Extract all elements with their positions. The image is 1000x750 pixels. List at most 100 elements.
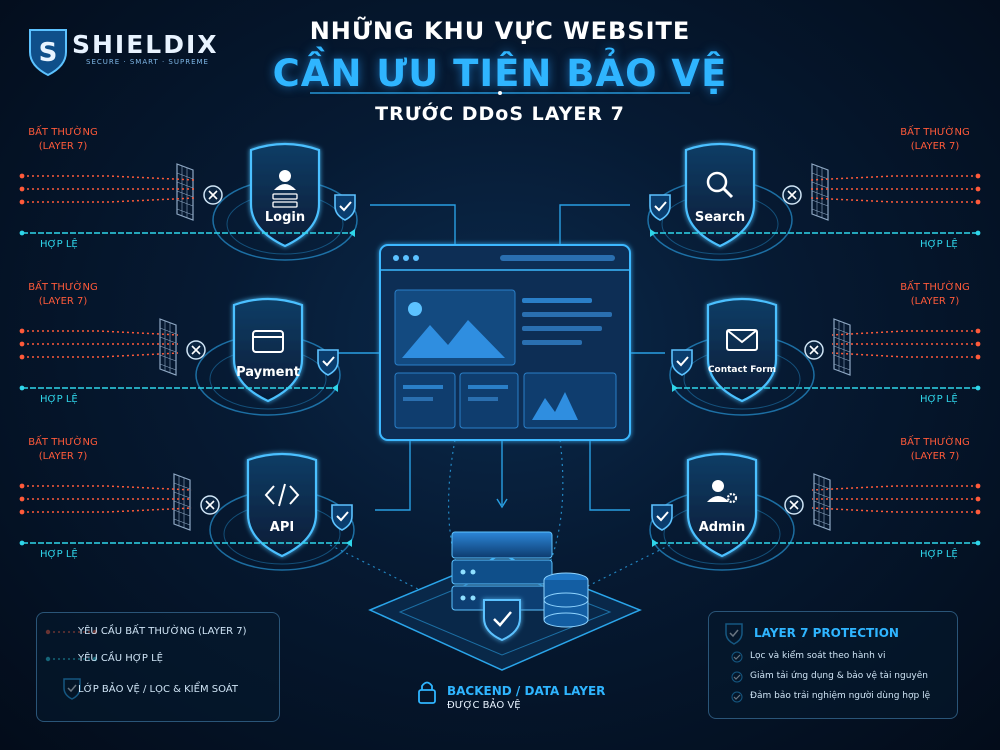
magnifier-icon [706,171,734,199]
valid-request-dot [975,230,981,236]
block-x-icon [804,340,824,360]
abnormal-label: BẤT THƯỜNG(LAYER 7) [900,126,970,154]
protected-zones [19,142,981,571]
user-gear-icon [707,480,738,504]
abnormal-request-line [831,352,978,358]
abnormal-label-line1: BẤT THƯỜNG [28,282,98,293]
legend-shield: LỚP BẢO VỆ / LỌC & KIỂM SOÁT [78,684,238,695]
abnormal-request-dot [975,354,981,360]
database-icon [543,572,589,628]
check-shield-icon [317,349,339,376]
zone-label-contact: Contact Form [707,365,777,375]
zone-payment [19,297,341,416]
abnormal-label-line2: (LAYER 7) [910,451,960,462]
backend-server-stack [368,531,642,671]
abnormal-request-dot [19,354,25,360]
abnormal-label-line2: (LAYER 7) [38,451,88,462]
zone-shield [249,142,321,248]
block-x-icon [203,185,223,205]
abnormal-label-line2: (LAYER 7) [38,296,88,307]
protection-item: Đảm bảo trải nghiệm người dùng hợp lệ [750,691,931,701]
abnormal-request-line [22,352,179,358]
abnormal-label-line1: BẤT THƯỜNG [28,437,98,448]
zone-shield [232,297,304,403]
zone-label-payment: Payment [236,365,300,380]
abnormal-request-dot [975,483,981,489]
title-divider-dot [498,91,502,95]
valid-label: HỢP LỆ [40,394,78,405]
abnormal-label: BẤT THƯỜNG (LAYER 7) [28,436,98,464]
protection-item: Lọc và kiểm soát theo hành vi [750,651,886,661]
abnormal-request-dot [19,328,25,334]
valid-request-arrow [332,384,338,392]
connector-lines [335,204,665,511]
valid-request-arrow [349,229,355,237]
valid-label: HỢP LỆ [920,394,958,405]
abnormal-label-line1: BẤT THƯỜNG [900,282,970,293]
title-line-1: NHỮNG KHU VỰC WEBSITE [309,17,691,45]
valid-request-arrow [672,384,678,392]
valid-request-arrow [346,539,352,547]
firewall-grid-icon [176,163,194,221]
abnormal-label: BẤT THƯỜNG (LAYER 7) [28,281,98,309]
zone-api [19,452,355,571]
valid-request-dot [19,385,25,391]
block-x-icon [186,340,206,360]
website-window [379,244,631,441]
svg-text:S: S [39,38,58,68]
check-shield-icon [331,504,353,531]
zone-login [19,142,358,261]
abnormal-request-line [831,330,978,336]
valid-request-arrow [650,229,656,237]
abnormal-request-line [809,197,978,203]
abnormal-request-line [809,175,978,181]
abnormal-label: BẤT THƯỜNG(LAYER 7) [28,126,98,154]
abnormal-request-dot [975,341,981,347]
legend-valid: YÊU CẦU HỢP LỆ [78,653,163,664]
zone-shield [684,142,756,248]
abnormal-request-dot [19,496,25,502]
connector-login [370,204,456,245]
firewall-grid-icon [833,318,851,376]
abnormal-request-line [811,485,978,491]
brand-tagline: SECURE · SMART · SUPREME [86,58,209,66]
block-x-icon [782,185,802,205]
check-shield-icon [334,194,356,221]
protection-panel [708,611,958,719]
zone-shield [686,452,758,558]
connector-search [559,204,630,245]
backend-title: BACKEND / DATA LAYER [447,684,606,698]
backend-subtitle: ĐƯỢC BẢO VỆ [447,700,521,711]
user-form-icon [272,170,298,208]
data-flow-dashed [329,439,671,591]
abnormal-label: BẤT THƯỜNG(LAYER 7) [900,436,970,464]
abnormal-request-dot [19,509,25,515]
code-brackets-icon [264,483,300,507]
brand-logo-icon: S [29,29,67,77]
abnormal-request-line [22,330,179,336]
abnormal-request-dot [19,199,25,205]
valid-request-dot [19,230,25,236]
abnormal-request-dot [19,483,25,489]
zone-label-admin: Admin [698,520,746,535]
abnormal-request-dot [975,199,981,205]
abnormal-label-line1: BẤT THƯỜNG [900,127,970,138]
abnormal-request-line [22,175,196,181]
valid-request-dot [19,540,25,546]
protection-title: LAYER 7 PROTECTION [754,626,899,640]
check-shield-icon [671,349,693,376]
abnormal-request-dot [975,173,981,179]
abnormal-request-dot [19,173,25,179]
connector-api [375,440,411,511]
connector-backend-arrow [496,498,508,509]
lock-icon [418,681,436,704]
abnormal-request-line [22,197,196,203]
brand-name: SHIELDIX [72,30,219,59]
backend-shield-icon [483,599,521,642]
envelope-icon [726,329,758,351]
valid-label: HỢP LỆ [920,549,958,560]
check-shield-icon [651,504,673,531]
title-line-3: TRƯỚC DDoS LAYER 7 [375,103,625,125]
valid-label: HỢP LỆ [40,239,78,250]
